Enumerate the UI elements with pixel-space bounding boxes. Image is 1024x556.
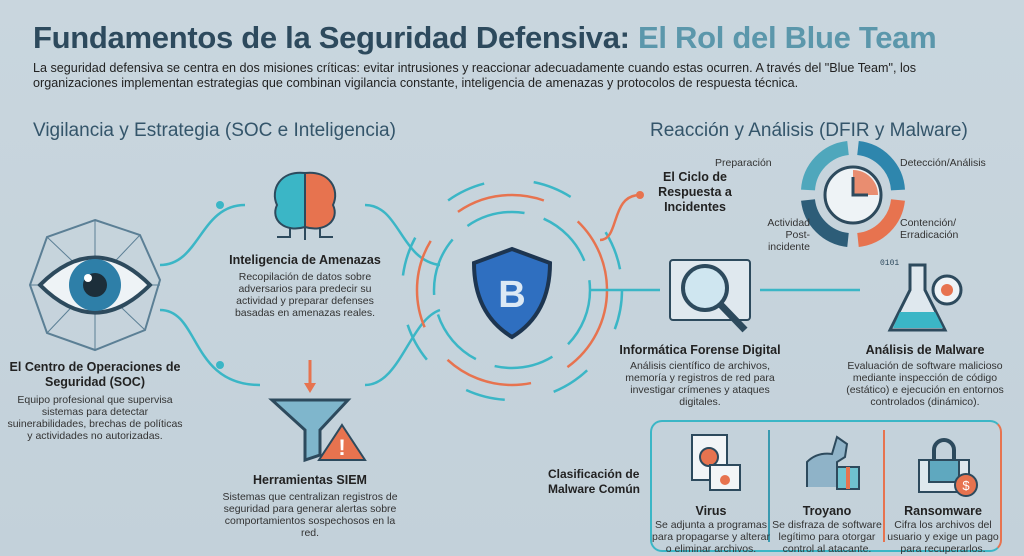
forensics-block: Informática Forense Digital Análisis cie… [615, 343, 785, 408]
right-section-heading: Reacción y Análisis (DFIR y Malware) [650, 120, 968, 141]
title-highlight: El Rol del Blue Team [638, 20, 937, 55]
stage-containment: Contención/ Erradicación [900, 217, 959, 241]
ransomware-lock-icon: $ [918, 438, 978, 497]
soc-title: El Centro de Operaciones de Seguridad (S… [9, 360, 181, 389]
title-main: Fundamentos de la Seguridad Defensiva: [33, 20, 630, 55]
intel-title: Inteligencia de Amenazas [229, 253, 381, 267]
soc-desc: Equipo profesional que supervisa sistema… [7, 394, 183, 442]
malware-analysis-desc: Evaluación de software malicioso mediant… [846, 360, 1004, 408]
malware-analysis-title: Análisis de Malware [865, 343, 985, 357]
intro-text: La seguridad defensiva se centra en dos … [33, 61, 917, 90]
magnifier-icon [669, 259, 751, 333]
soc-block: El Centro de Operaciones de Seguridad (S… [5, 360, 185, 442]
forensics-desc: Análisis científico de archivos, memoría… [625, 360, 775, 408]
malware-type-virus: Virus Se adjunta a programas para propag… [652, 504, 770, 555]
ransomware-title: Ransomware [904, 504, 982, 518]
divider [883, 430, 885, 542]
malware-analysis-block: Análisis de Malware Evaluación de softwa… [840, 343, 1010, 408]
divider [768, 430, 770, 542]
stage-preparation: Preparación [715, 157, 772, 169]
siem-title: Herramientas SIEM [253, 473, 367, 487]
siem-block: Herramientas SIEM Sistemas que centraliz… [220, 473, 400, 539]
svg-text:$: $ [962, 478, 970, 493]
funnel-alert-icon: ! [268, 360, 367, 463]
cycle-title: El Ciclo de Respuesta a Incidentes [658, 170, 732, 214]
virus-icon [691, 434, 741, 491]
incident-cycle-icon [801, 141, 905, 247]
malware-types-panel: $ Virus Se adjunta a programas para prop… [650, 420, 1002, 555]
warning-icon [317, 423, 367, 461]
trojan-desc: Se disfraza de software legítimo para ot… [772, 519, 882, 555]
page-title: Fundamentos de la Seguridad Defensiva: E… [33, 20, 937, 56]
stage-detection: Detección/Análisis [900, 157, 986, 169]
siem-desc: Sistemas que centralizan registros de se… [222, 491, 398, 539]
ransomware-desc: Cifra los archivos del usuario y exige u… [887, 519, 999, 555]
intel-block: Inteligencia de Amenazas Recopilación de… [220, 253, 390, 319]
svg-text:B: B [498, 274, 525, 316]
virus-title: Virus [695, 504, 727, 518]
malware-type-ransomware: Ransomware Cifra los archivos del usuari… [884, 504, 1002, 555]
virus-desc: Se adjunta a programas para propagarse y… [652, 519, 770, 555]
left-section-heading: Vigilancia y Estrategia (SOC e Inteligen… [33, 120, 396, 141]
intel-desc: Recopilación de datos sobre adversarios … [234, 271, 376, 319]
stage-post-incident: Actividad Post-incidente [767, 217, 810, 253]
flask-icon: 0101 [880, 259, 963, 332]
brain-circuit-icon [273, 171, 337, 240]
svg-text:0101: 0101 [880, 259, 899, 268]
eye-network-icon [28, 218, 162, 352]
svg-text:!: ! [338, 435, 345, 460]
trojan-horse-icon [806, 435, 860, 490]
malware-type-trojan: Troyano Se disfraza de software legítimo… [768, 504, 886, 555]
forensics-title: Informática Forense Digital [619, 343, 781, 357]
classification-title: Clasificación de Malware Común [548, 467, 641, 496]
trojan-title: Troyano [802, 504, 852, 518]
shield-icon: B [471, 246, 553, 340]
